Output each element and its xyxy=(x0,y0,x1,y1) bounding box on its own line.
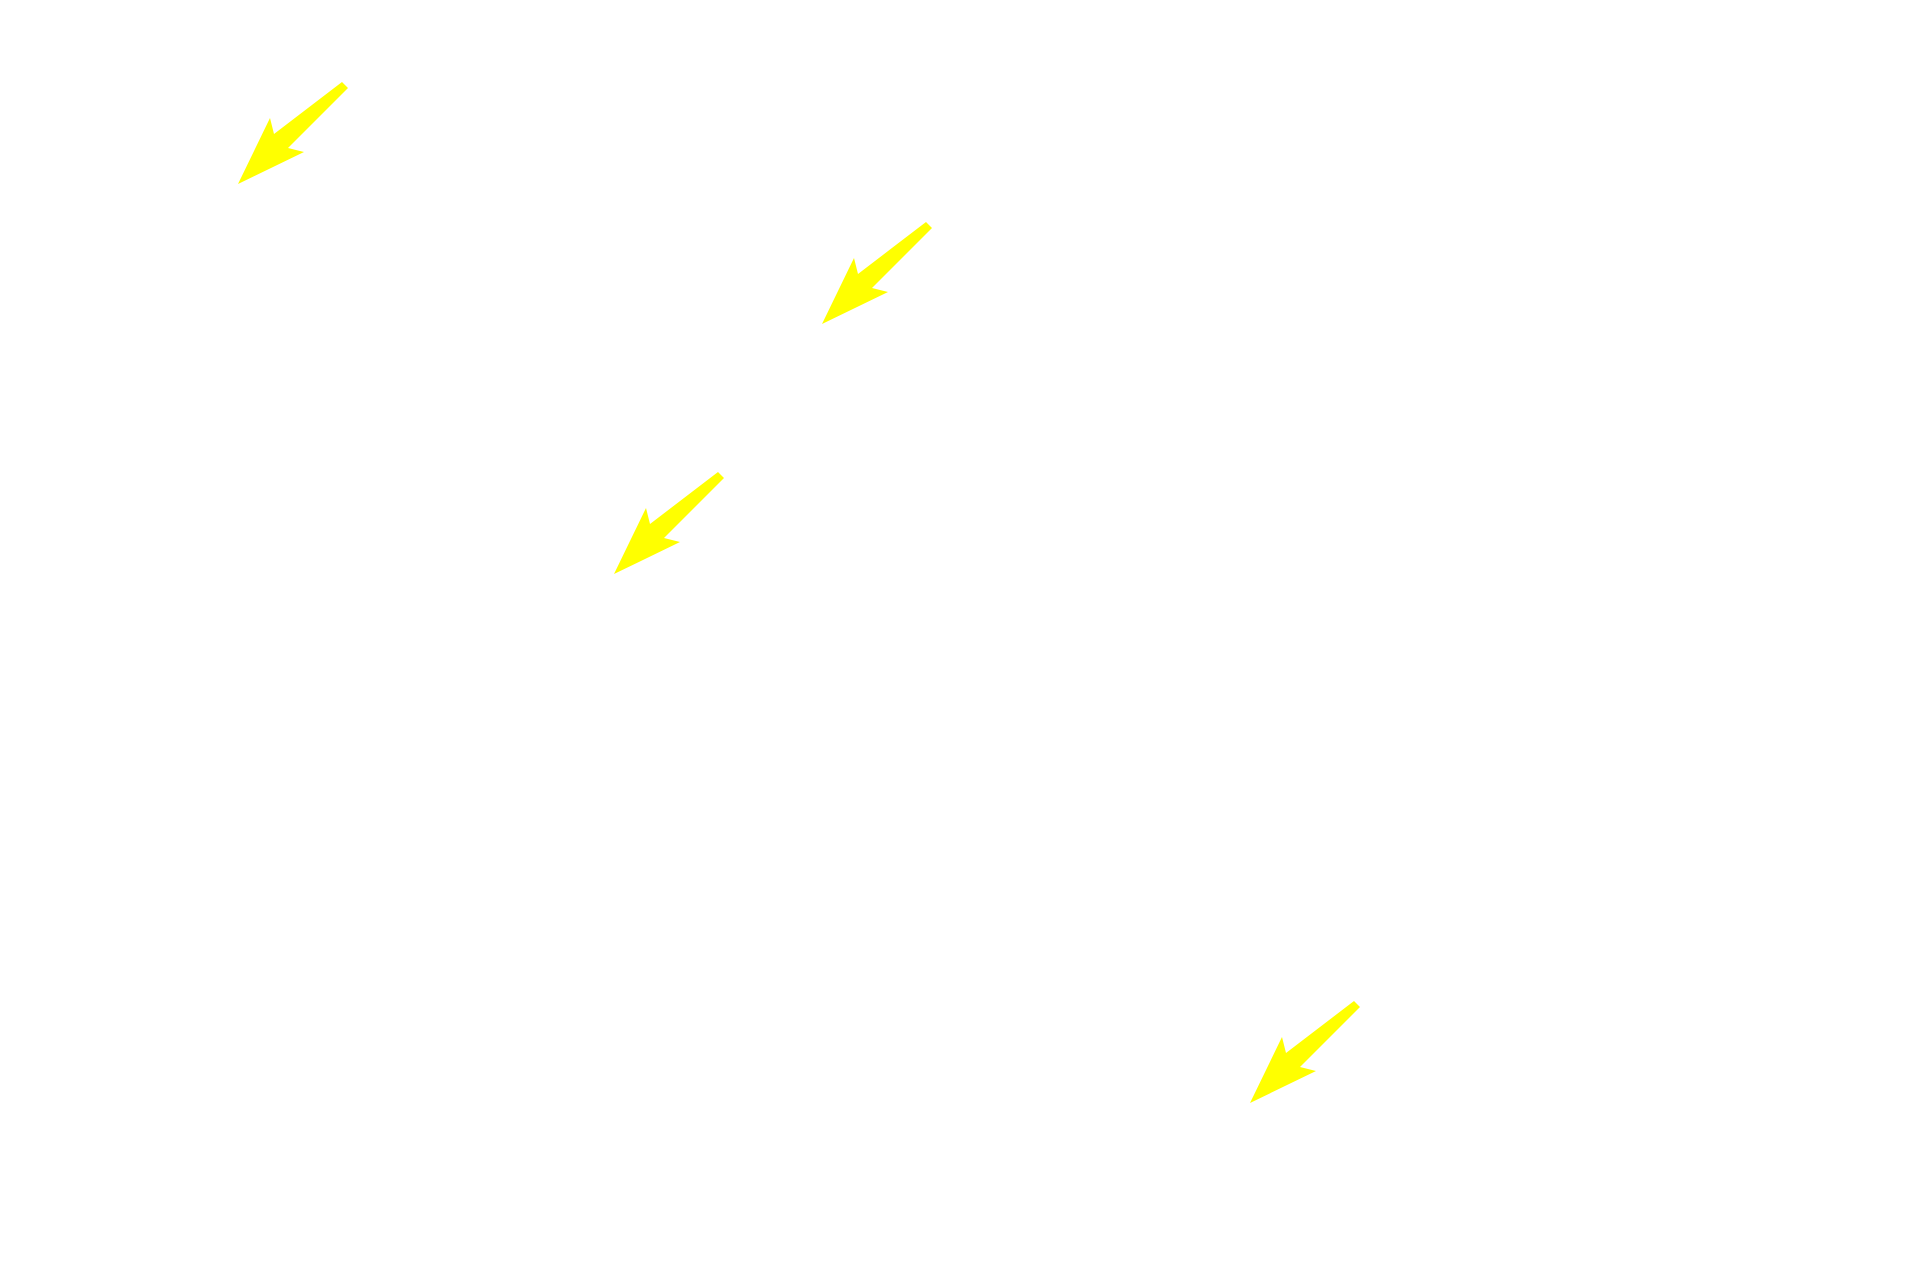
arrow-down-left-icon xyxy=(608,466,748,606)
arrow-down-left-icon xyxy=(1244,995,1384,1135)
arrow-down-left-icon xyxy=(816,216,956,356)
arrow-down-left-icon xyxy=(232,76,372,216)
